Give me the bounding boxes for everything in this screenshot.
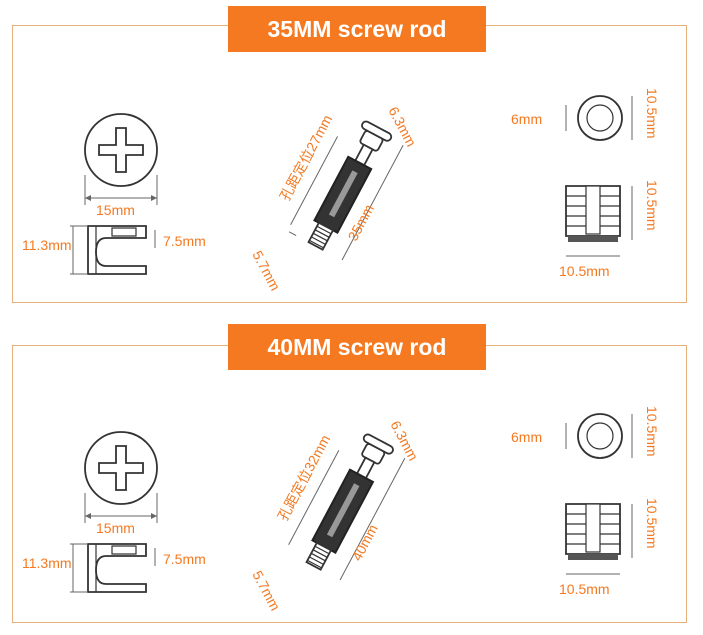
cam-lock-side-view: 11.3mm 7.5mm — [22, 225, 206, 275]
cam-diameter-label: 15mm — [96, 202, 135, 218]
screw-rod — [288, 433, 406, 581]
dowel-insert: 10.5mm 10.5mm — [559, 498, 660, 597]
section-35mm-title: 35MM screw rod — [228, 6, 486, 52]
washer-outer-label: 10.5mm — [644, 88, 660, 139]
rod-thread-label: 5.7mm — [249, 568, 283, 613]
rod-thread-label: 5.7mm — [249, 248, 283, 293]
section-40mm-diagram: 15mm 11.3mm 7.5mm 6.3mm 孔距定位32mm 40mm 5.… — [22, 406, 660, 613]
cam-lock-side-view: 11.3mm 7.5mm — [22, 543, 206, 593]
washer: 6mm 10.5mm — [511, 88, 660, 141]
cam-height-label: 11.3mm — [22, 237, 72, 253]
cam-height-label: 11.3mm — [22, 555, 72, 571]
dowel-width-label: 10.5mm — [559, 263, 610, 279]
cam-lock-top-view: 15mm — [84, 431, 158, 536]
dowel-height-label: 10.5mm — [644, 180, 660, 231]
section-40mm-title: 40MM screw rod — [228, 324, 486, 370]
rod-length-label: 40mm — [349, 522, 381, 564]
screw-rod — [288, 120, 404, 261]
washer-outer-label: 10.5mm — [644, 406, 660, 457]
rod-head-label: 6.3mm — [385, 104, 419, 149]
cam-depth-label: 7.5mm — [163, 233, 206, 249]
washer: 6mm 10.5mm — [511, 406, 660, 459]
dowel-insert: 10.5mm 10.5mm — [559, 180, 660, 279]
cam-depth-label: 7.5mm — [163, 551, 206, 567]
dowel-height-label: 10.5mm — [644, 498, 660, 549]
cam-lock-top-view: 15mm — [84, 113, 158, 218]
cam-diameter-label: 15mm — [96, 520, 135, 536]
washer-inner-label: 6mm — [511, 429, 542, 445]
rod-head-label: 6.3mm — [387, 418, 421, 463]
section-35mm-diagram: 15mm 11.3mm 7.5mm 6.3mm 孔距定位27mm 35mm 5.… — [22, 88, 660, 293]
washer-inner-label: 6mm — [511, 111, 542, 127]
dowel-width-label: 10.5mm — [559, 581, 610, 597]
